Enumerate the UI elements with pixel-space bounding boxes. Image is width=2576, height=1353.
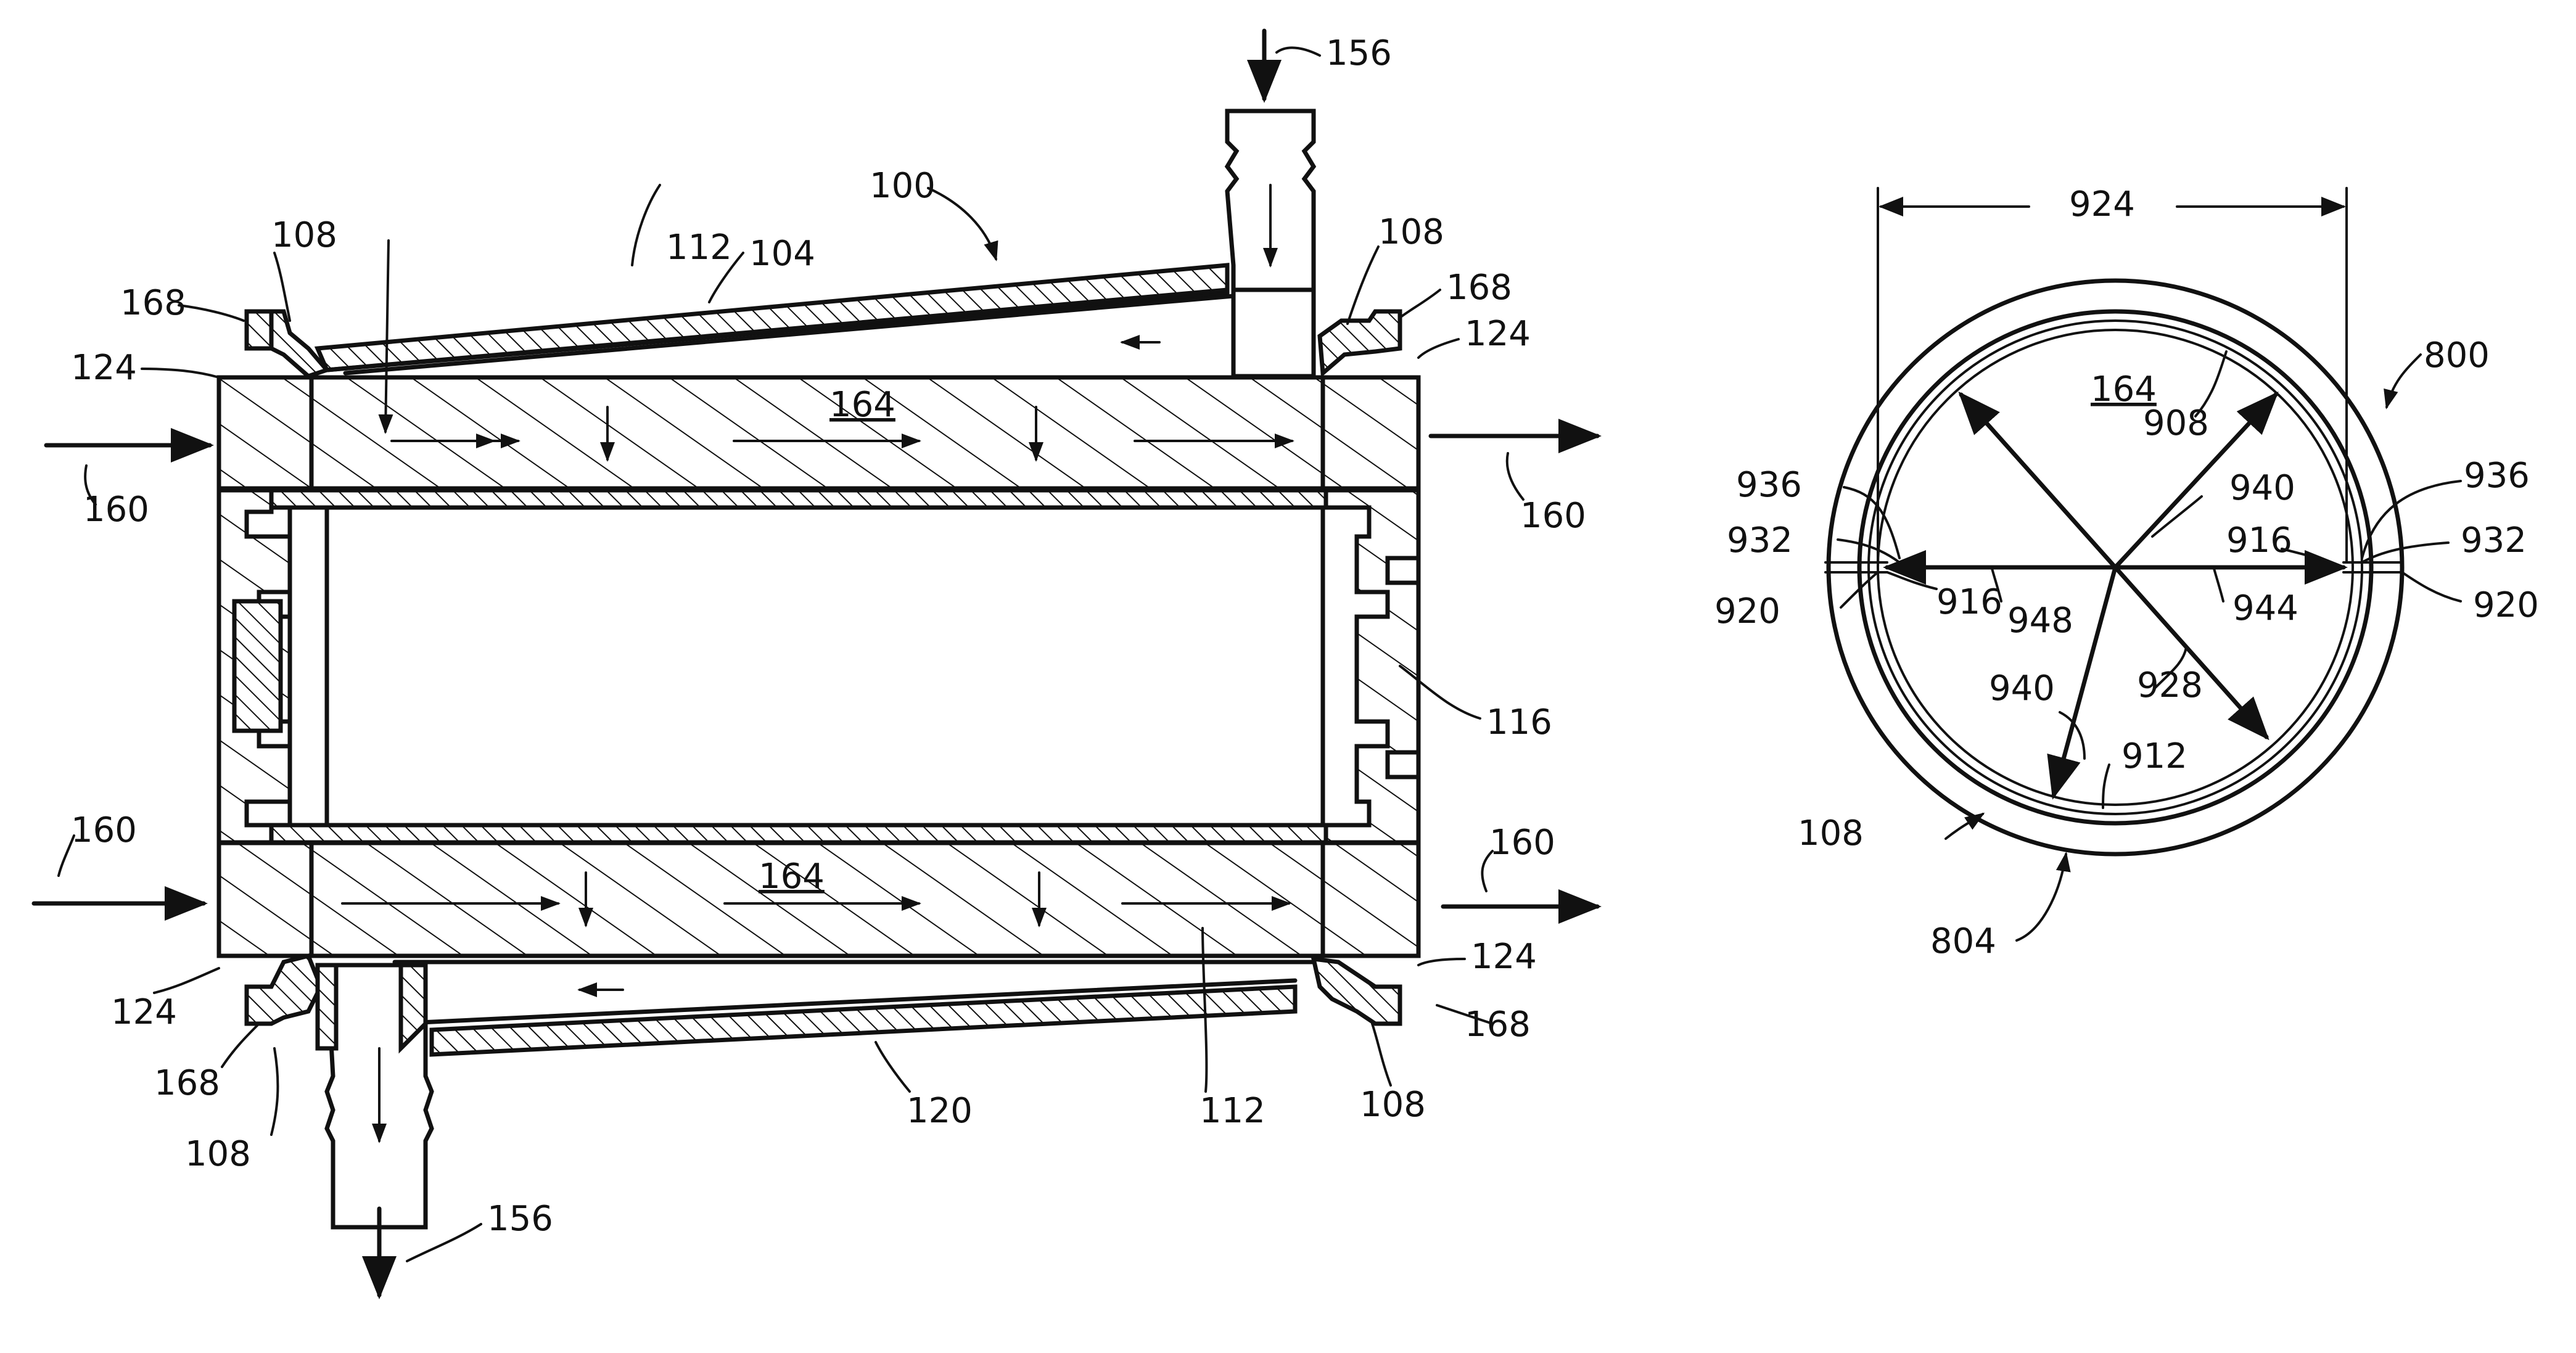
flange-top-right	[1320, 311, 1400, 373]
label-160-lt: 160	[83, 490, 149, 530]
label-116: 116	[1486, 702, 1552, 742]
label-948: 948	[2007, 601, 2073, 641]
flange-top-left-ring	[247, 311, 271, 348]
label-168-bl: 168	[154, 1063, 220, 1103]
core-interior	[327, 508, 1323, 825]
label-164-top: 164	[829, 385, 895, 425]
label-124-br: 124	[1471, 937, 1537, 977]
right-core-cap	[1326, 490, 1418, 842]
label-916-left: 916	[1936, 582, 2002, 622]
upper-housing-gap	[327, 290, 1227, 370]
label-108: 108	[1798, 813, 1864, 853]
flange-bottom-right	[1314, 959, 1400, 1024]
label-944: 944	[2232, 588, 2298, 628]
label-168-tr: 168	[1446, 268, 1512, 308]
label-108-tr: 108	[1378, 212, 1444, 252]
lower-housing-wall	[432, 987, 1295, 1055]
label-920-right: 920	[2473, 585, 2539, 625]
label-940-top: 940	[2229, 468, 2295, 508]
right-end-cap-top	[1323, 377, 1418, 488]
label-916-right: 916	[2226, 520, 2292, 561]
left-core-plug	[234, 601, 281, 731]
label-928: 928	[2137, 665, 2203, 705]
label-164-bottom: 164	[759, 857, 825, 897]
left-core-liner	[290, 508, 327, 825]
right-core-notch-top	[1388, 558, 1418, 583]
label-156-top: 156	[1326, 33, 1392, 73]
label-156-bottom: 156	[487, 1199, 553, 1239]
label-108-tl: 108	[271, 215, 337, 255]
label-160-rt: 160	[1520, 496, 1586, 536]
flange-bottom-left	[247, 956, 321, 1024]
left-end-cap-top	[219, 377, 311, 488]
label-112-bottom: 112	[1200, 1091, 1265, 1131]
label-940-bottom: 940	[1989, 668, 2055, 709]
label-120: 120	[907, 1091, 973, 1131]
label-104: 104	[749, 234, 815, 274]
right-core-notch-bottom	[1388, 752, 1418, 777]
end-view: 924 800 164 908 940 940 936 936 932 932 …	[1714, 184, 2539, 961]
label-160-lb: 160	[71, 810, 137, 850]
right-end-cap-bottom	[1323, 843, 1418, 956]
label-168-tl: 168	[120, 283, 186, 323]
core-tube-lower-wall	[271, 825, 1326, 842]
label-108-br: 108	[1360, 1085, 1426, 1125]
label-932-right: 932	[2461, 520, 2527, 561]
label-112-top: 112	[666, 228, 732, 268]
cross-section-view: 100 104 108 108 108 108 112 112 116 120 …	[34, 31, 1597, 1295]
label-936-right: 936	[2464, 456, 2530, 496]
label-124-tr: 124	[1465, 314, 1531, 354]
left-end-cap-bottom	[219, 843, 311, 956]
label-124-bl: 124	[111, 992, 177, 1032]
label-924: 924	[2069, 184, 2135, 224]
label-932-left: 932	[1727, 520, 1793, 561]
label-912: 912	[2121, 736, 2187, 776]
core-tube-upper-wall	[271, 490, 1326, 508]
label-160-rb: 160	[1489, 823, 1555, 863]
label-936-left: 936	[1736, 465, 1802, 505]
upper-fiber-bundle	[308, 377, 1326, 488]
bottom-port-wall-left	[318, 965, 336, 1048]
radius-940-top	[1961, 395, 2115, 567]
label-804: 804	[1930, 921, 1996, 961]
upper-housing-wall	[318, 265, 1227, 370]
label-800: 800	[2424, 335, 2490, 376]
label-100: 100	[870, 166, 936, 206]
label-908: 908	[2143, 403, 2209, 443]
label-108-bl: 108	[185, 1134, 251, 1174]
label-124-tl: 124	[71, 348, 137, 388]
label-920-left: 920	[1714, 591, 1780, 631]
label-168-br: 168	[1465, 1005, 1531, 1045]
